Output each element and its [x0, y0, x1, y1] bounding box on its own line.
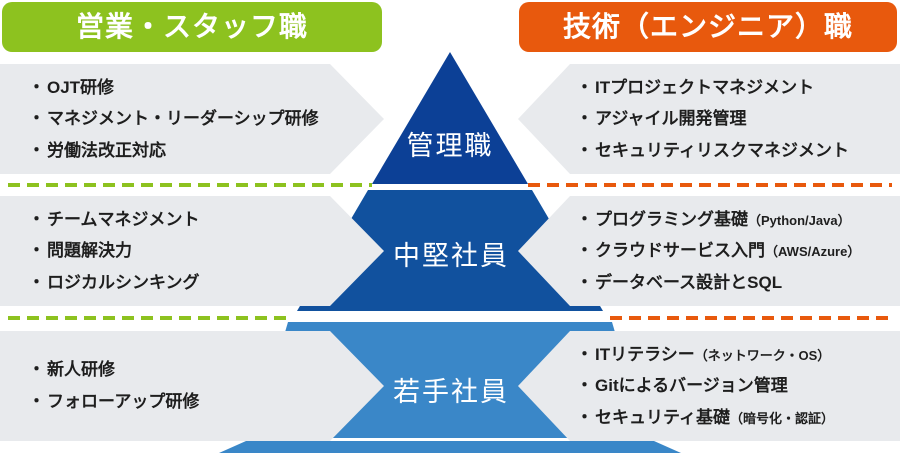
training-item: ・マネジメント・リーダーシップ研修	[28, 109, 319, 129]
training-item: ・問題解決力	[28, 241, 132, 261]
training-item: ・新人研修	[28, 360, 115, 380]
pyramid-level-management	[372, 52, 528, 184]
card-left-midcareer-trainings: ・チームマネジメント ・問題解決力 ・ロジカルシンキング	[0, 196, 384, 306]
card-right-junior-trainings: ・ITリテラシー（ネットワーク・OS） ・Gitによるバージョン管理 ・セキュリ…	[518, 331, 900, 441]
training-item: ・労働法改正対応	[28, 140, 166, 160]
card-right-management-trainings: ・ITプロジェクトマネジメント ・アジャイル開発管理 ・セキュリティリスクマネジ…	[518, 64, 900, 174]
header-engineer: 技術（エンジニア）職	[519, 2, 897, 52]
pyramid-label-junior: 若手社員	[393, 377, 509, 407]
training-item: ・ロジカルシンキング	[28, 272, 200, 292]
training-item: ・フォローアップ研修	[28, 392, 200, 411]
pyramid-label-management: 管理職	[406, 131, 494, 161]
pyramid-base-slab	[219, 441, 681, 453]
card-right-midcareer-trainings: ・プログラミング基礎（Python/Java） ・クラウドサービス入門（AWS/…	[518, 196, 900, 306]
training-item: ・アジャイル開発管理	[576, 109, 747, 129]
training-item: ・データベース設計とSQL	[576, 272, 783, 292]
card-left-management-trainings: ・OJT研修 ・マネジメント・リーダーシップ研修 ・労働法改正対応	[0, 64, 384, 174]
card-left-junior-trainings: ・新人研修 ・フォローアップ研修	[0, 331, 384, 441]
training-item: ・ITリテラシー（ネットワーク・OS）	[576, 344, 831, 364]
pyramid-label-midcareer: 中堅社員	[393, 241, 509, 271]
training-item: ・OJT研修	[28, 77, 115, 97]
training-item: ・セキュリティリスクマネジメント	[576, 140, 849, 160]
divider-top-left	[8, 183, 372, 187]
training-item: ・ITプロジェクトマネジメント	[576, 77, 815, 97]
pyramid-level-midcareer	[297, 190, 603, 311]
training-item: ・Gitによるバージョン管理	[576, 376, 788, 396]
training-item: ・セキュリティ基礎（暗号化・認証）	[576, 407, 834, 427]
divider-top-right	[528, 183, 892, 187]
divider-bottom-right	[610, 316, 892, 320]
training-item: ・クラウドサービス入門（AWS/Azure）	[576, 241, 861, 261]
header-sales-staff: 営業・スタッフ職	[2, 2, 382, 52]
divider-bottom-left	[8, 316, 290, 320]
training-item: ・プログラミング基礎（Python/Java）	[576, 209, 851, 229]
training-item: ・チームマネジメント	[28, 209, 200, 229]
